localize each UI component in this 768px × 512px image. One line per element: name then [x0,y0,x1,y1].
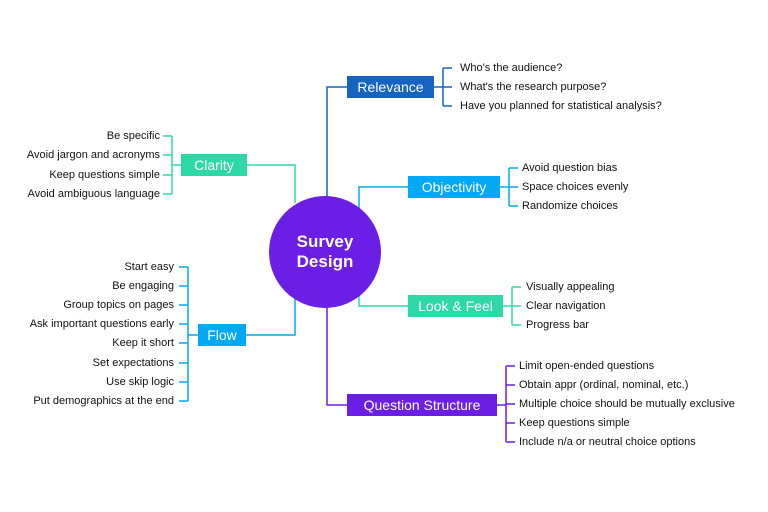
objectivity-item: Randomize choices [522,200,618,212]
flow-item: Put demographics at the end [33,395,174,407]
look-item: Visually appealing [526,281,615,293]
connector-question [326,307,347,406]
question-item: Include n/a or neutral choice options [519,436,696,448]
branch-clarity-label: Clarity [194,157,234,173]
flow-item: Group topics on pages [63,299,174,311]
flow-item: Set expectations [92,357,174,369]
relevance-item: What's the research purpose? [460,81,607,93]
look-item: Clear navigation [526,300,606,312]
branch-question-structure: Question Structure [347,394,497,416]
question-item: Limit open-ended questions [519,360,655,372]
branch-objectivity-label: Objectivity [421,179,487,195]
branch-question-label: Question Structure [363,397,481,413]
branch-flow-label: Flow [207,327,237,343]
question-item: Obtain appr (ordinal, nominal, etc.) [519,379,689,391]
question-item: Keep questions simple [519,417,630,429]
clarity-item: Keep questions simple [49,169,160,181]
clarity-item: Avoid jargon and acronyms [26,149,160,161]
center-label: Survey Design [296,232,354,271]
clarity-item: Be specific [106,130,160,142]
flow-item: Keep it short [112,337,174,349]
objectivity-item: Avoid question bias [522,162,618,174]
branch-relevance: Relevance [347,76,434,98]
branch-clarity: Clarity [181,154,247,176]
question-item: Multiple choice should be mutually exclu… [519,398,735,410]
branch-objectivity: Objectivity [408,176,500,198]
connector-relevance [326,86,347,197]
branch-flow: Flow [198,324,246,346]
branch-relevance-label: Relevance [357,79,424,95]
flow-item: Be engaging [112,280,174,292]
branch-look-and-feel: Look & Feel [408,295,503,317]
branch-look-label: Look & Feel [418,298,493,314]
flow-item: Start easy [124,261,174,273]
relevance-item: Have you planned for statistical analysi… [460,100,662,112]
connector-flow [246,298,296,336]
clarity-item: Avoid ambiguous language [27,188,160,200]
connector-clarity [247,164,296,203]
look-item: Progress bar [526,319,589,331]
flow-item: Use skip logic [106,376,174,388]
flow-item: Ask important questions early [29,318,174,330]
relevance-item: Who's the audience? [460,62,563,74]
objectivity-item: Space choices evenly [522,181,629,193]
center-node: Survey Design [269,196,381,308]
